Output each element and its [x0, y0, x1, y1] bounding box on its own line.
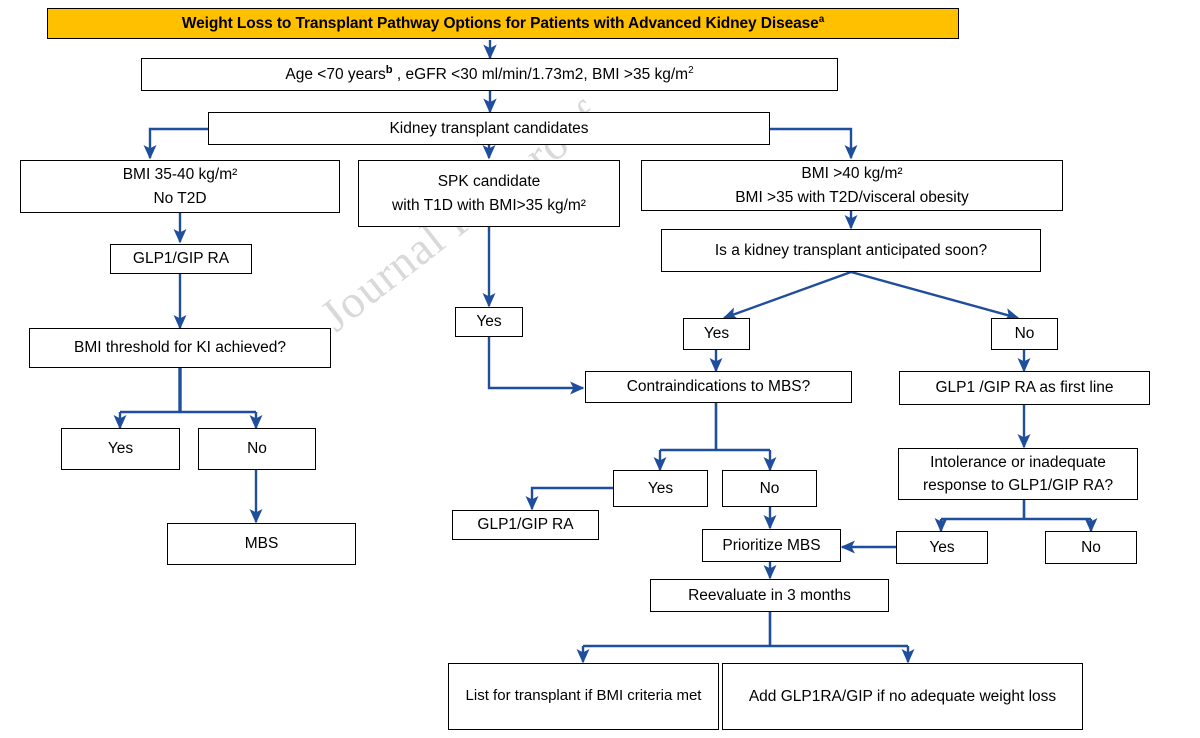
- node-kidney-transplant-candidates-label: Kidney transplant candidates: [389, 119, 589, 137]
- node-left-yes: Yes: [61, 428, 180, 470]
- node-spk-candidate-label: SPK candidate with T1D with BMI>35 kg/m²: [392, 173, 586, 214]
- node-transplant-anticipated-label: Is a kidney transplant anticipated soon?: [714, 241, 988, 259]
- node-prioritize-mbs-label: Prioritize MBS: [722, 536, 821, 554]
- node-bmi-35-40-no-t2d-label: BMI 35-40 kg/m² No T2D: [122, 166, 238, 207]
- node-bmi-threshold-ki-label: BMI threshold for KI achieved?: [74, 339, 286, 357]
- node-spk-yes-label: Yes: [476, 313, 502, 331]
- node-intolerance-no-label: No: [1081, 538, 1101, 556]
- node-contra-yes: Yes: [613, 470, 708, 507]
- node-glp1-first-line: GLP1 /GIP RA as first line: [899, 371, 1150, 405]
- node-kidney-transplant-candidates: Kidney transplant candidates: [208, 112, 770, 145]
- node-intolerance-inadequate-response-label: Intolerance or inadequate response to GL…: [922, 453, 1114, 494]
- node-intolerance-yes-label: Yes: [929, 538, 955, 556]
- node-left-glp1-gip-ra: GLP1/GIP RA: [110, 244, 252, 274]
- node-intolerance-inadequate-response: Intolerance or inadequate response to GL…: [898, 448, 1138, 500]
- node-bmi-threshold-ki: BMI threshold for KI achieved?: [29, 328, 331, 368]
- node-contraindications-mbs-label: Contraindications to MBS?: [626, 378, 811, 396]
- node-contra-glp1-gip-ra-label: GLP1/GIP RA: [477, 516, 574, 534]
- node-contraindications-mbs: Contraindications to MBS?: [585, 371, 852, 403]
- node-prioritize-mbs: Prioritize MBS: [702, 529, 841, 562]
- node-add-glp1ra-gip-label: Add GLP1RA/GIP if no adequate weight los…: [748, 687, 1057, 705]
- node-contra-yes-label: Yes: [647, 479, 674, 497]
- node-bmi-35-40-no-t2d: BMI 35-40 kg/m² No T2D: [20, 160, 340, 213]
- node-criteria-label: Age <70 yearsb , eGFR <30 ml/min/1.73m2,…: [285, 63, 694, 83]
- node-reevaluate-3-months: Reevaluate in 3 months: [650, 579, 889, 612]
- node-anticipated-no-label: No: [1014, 325, 1035, 343]
- figure-title-text: Weight Loss to Transplant Pathway Option…: [181, 13, 825, 32]
- node-left-no: No: [198, 428, 316, 470]
- node-intolerance-no: No: [1045, 531, 1137, 564]
- node-anticipated-yes: Yes: [683, 318, 750, 350]
- node-anticipated-no: No: [991, 318, 1058, 350]
- node-mbs: MBS: [167, 523, 356, 565]
- node-transplant-anticipated: Is a kidney transplant anticipated soon?: [661, 229, 1041, 272]
- node-criteria: Age <70 yearsb , eGFR <30 ml/min/1.73m2,…: [141, 58, 838, 91]
- node-contra-no: No: [722, 470, 817, 507]
- node-add-glp1ra-gip: Add GLP1RA/GIP if no adequate weight los…: [722, 663, 1083, 730]
- figure-title-banner: Weight Loss to Transplant Pathway Option…: [47, 8, 959, 39]
- node-left-no-label: No: [247, 440, 267, 458]
- node-spk-yes: Yes: [455, 307, 523, 337]
- node-contra-no-label: No: [759, 479, 780, 497]
- node-glp1-first-line-label: GLP1 /GIP RA as first line: [935, 379, 1114, 397]
- node-list-for-transplant: List for transplant if BMI criteria met: [448, 663, 719, 730]
- node-anticipated-yes-label: Yes: [703, 325, 730, 343]
- node-left-glp1-gip-ra-label: GLP1/GIP RA: [132, 250, 230, 268]
- node-intolerance-yes: Yes: [896, 531, 988, 564]
- node-reevaluate-3-months-label: Reevaluate in 3 months: [688, 586, 851, 604]
- node-spk-candidate: SPK candidate with T1D with BMI>35 kg/m²: [358, 160, 620, 227]
- node-bmi-over-40-label: BMI >40 kg/m² BMI >35 with T2D/visceral …: [735, 165, 969, 206]
- node-contra-glp1-gip-ra: GLP1/GIP RA: [452, 510, 599, 540]
- node-list-for-transplant-label: List for transplant if BMI criteria met: [465, 687, 702, 705]
- node-bmi-over-40: BMI >40 kg/m² BMI >35 with T2D/visceral …: [641, 160, 1063, 211]
- node-left-yes-label: Yes: [107, 440, 134, 458]
- node-mbs-label: MBS: [244, 535, 279, 553]
